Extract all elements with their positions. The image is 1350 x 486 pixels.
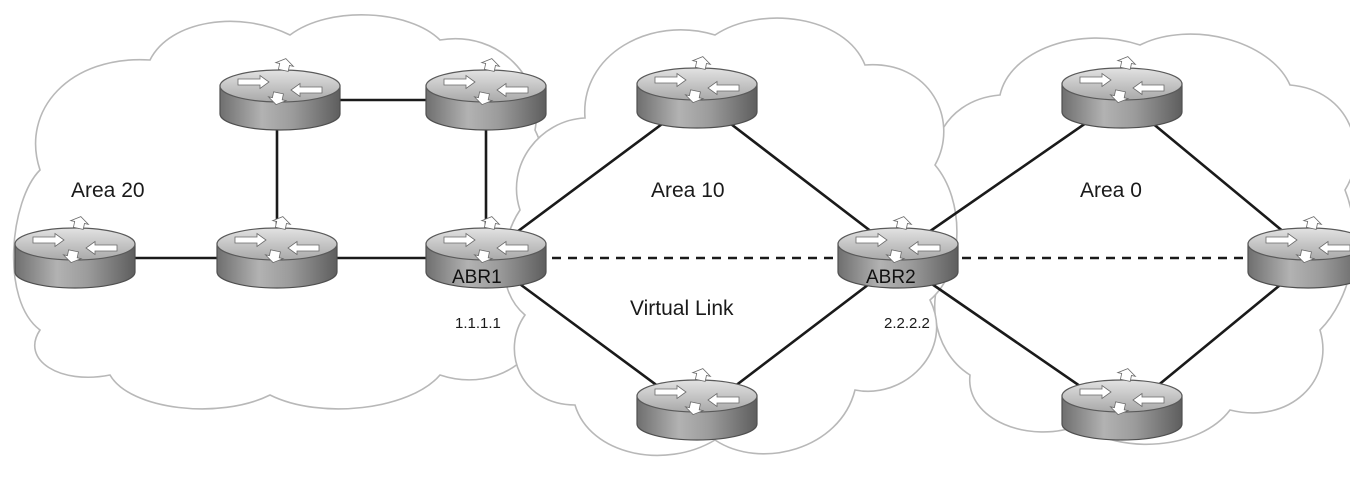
area-10-cloud <box>502 17 958 457</box>
abr1-router-id: 1.1.1.1 <box>455 315 501 332</box>
area-0-label: Area 0 <box>1080 179 1142 202</box>
virtual-link-label: Virtual Link <box>630 297 734 320</box>
area-10-label: Area 10 <box>651 179 725 202</box>
area-0-cloud <box>933 33 1350 446</box>
abr2-router-id: 2.2.2.2 <box>884 315 930 332</box>
abr2-label: ABR2 <box>866 267 916 288</box>
area-20-cloud <box>12 14 554 410</box>
area-20-label: Area 20 <box>71 179 145 202</box>
abr1-label: ABR1 <box>452 267 502 288</box>
